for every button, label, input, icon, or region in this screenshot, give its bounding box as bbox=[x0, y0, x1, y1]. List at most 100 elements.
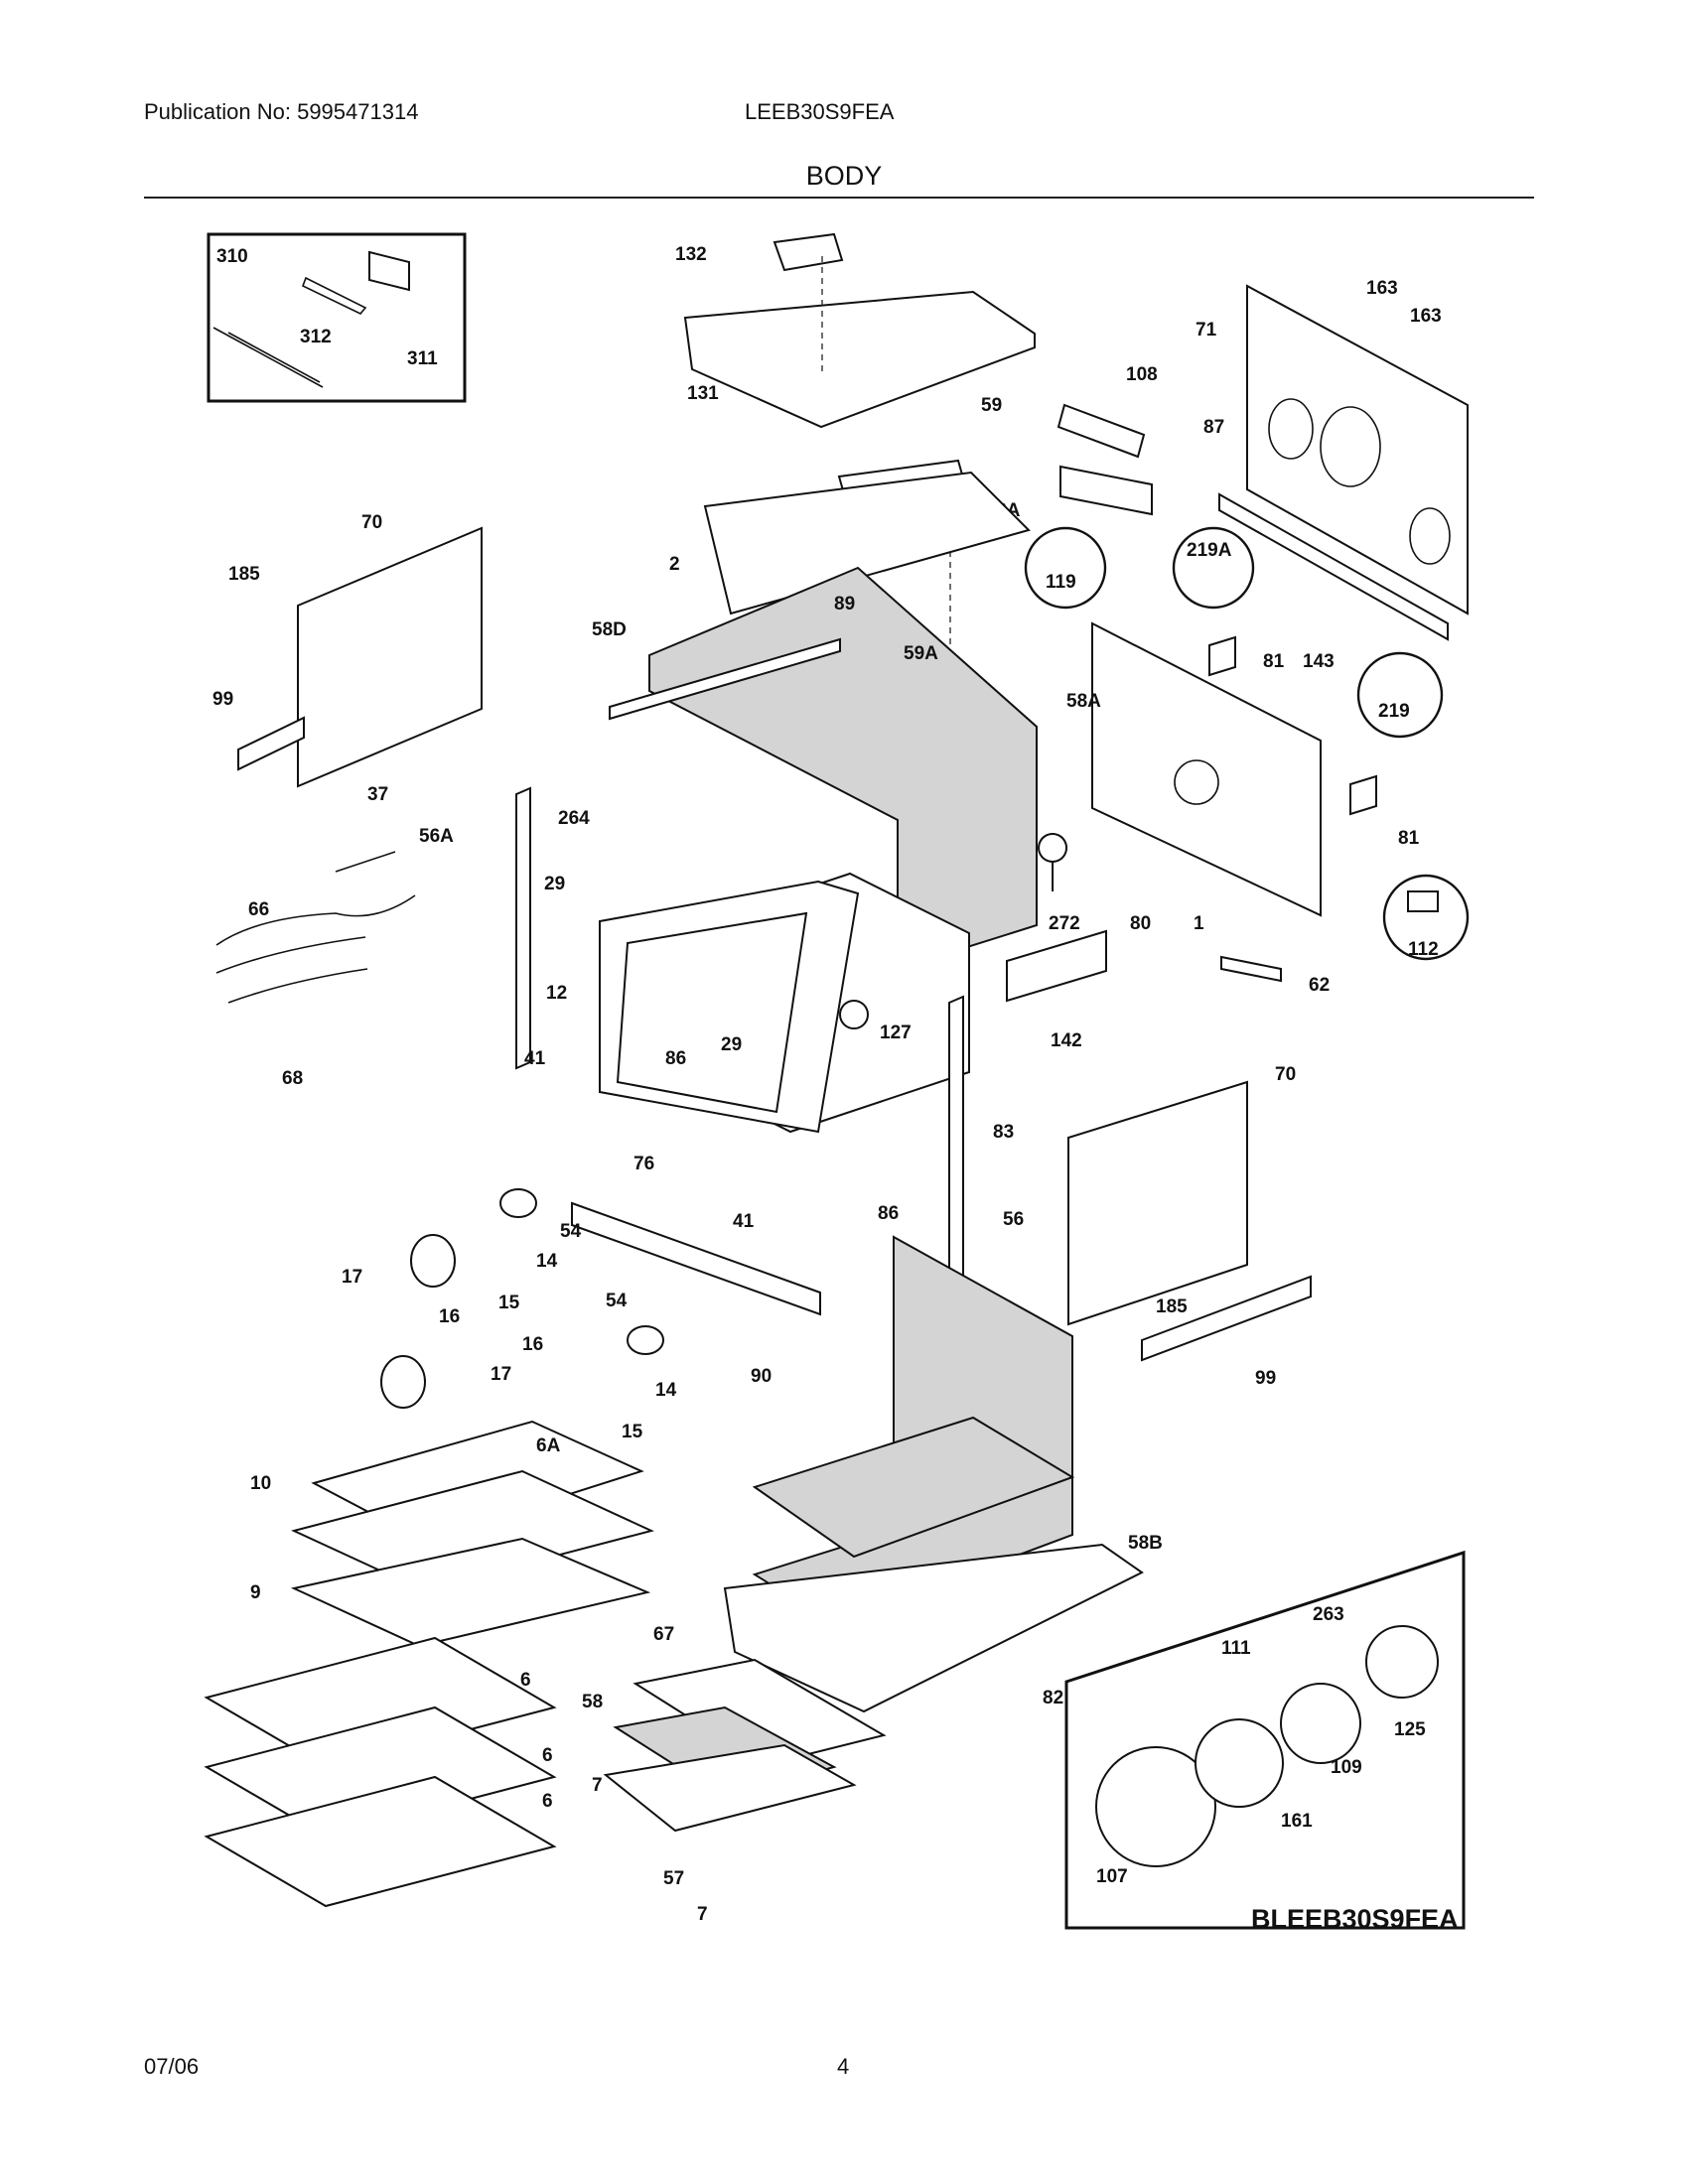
door-opening bbox=[616, 911, 808, 1114]
panel-hole bbox=[1409, 507, 1451, 565]
rail-56 bbox=[948, 995, 964, 1302]
circle-detail-219 bbox=[1356, 651, 1444, 739]
fan-cover-107 bbox=[1095, 1746, 1216, 1867]
callout-9: 9 bbox=[250, 1582, 261, 1603]
bracket-81 bbox=[1349, 774, 1377, 816]
callout-29: 29 bbox=[721, 1034, 742, 1055]
part-62 bbox=[1220, 955, 1282, 983]
callout-57: 57 bbox=[663, 1868, 684, 1889]
inset-bracket-group bbox=[207, 232, 467, 403]
header-rule bbox=[144, 197, 1534, 199]
bracket-142 bbox=[1006, 929, 1107, 1003]
callout-80: 80 bbox=[1130, 913, 1151, 934]
page-number: 4 bbox=[837, 2054, 850, 2079]
convection-fan-inset bbox=[1064, 1550, 1466, 1930]
page-title: BODY bbox=[805, 161, 883, 191]
callout-263: 263 bbox=[1313, 1604, 1344, 1625]
callout-82: 82 bbox=[1043, 1688, 1063, 1708]
bracket-312 bbox=[212, 276, 367, 388]
top-panel-2 bbox=[703, 471, 1031, 615]
callout-10: 10 bbox=[250, 1473, 271, 1494]
callout-83: 83 bbox=[993, 1122, 1014, 1143]
callout-59a: 59A bbox=[904, 643, 938, 664]
callout-56: 56 bbox=[1003, 1209, 1024, 1230]
callout-119: 119 bbox=[1046, 572, 1076, 593]
callout-185: 185 bbox=[228, 564, 260, 585]
callout-6: 6 bbox=[542, 1791, 553, 1812]
callout-67: 67 bbox=[653, 1624, 674, 1645]
lamp-lens-16 bbox=[380, 1355, 426, 1409]
callout-70: 70 bbox=[361, 512, 382, 533]
callout-161: 161 bbox=[1281, 1811, 1313, 1832]
callout-62: 62 bbox=[1309, 975, 1330, 996]
circle-detail-219a bbox=[1172, 526, 1255, 610]
wire-37 bbox=[335, 851, 396, 873]
vent-duct-131 bbox=[683, 290, 1036, 429]
callout-6: 6 bbox=[542, 1745, 553, 1766]
side-panel-70 bbox=[1067, 1080, 1248, 1326]
rail-99 bbox=[237, 716, 305, 771]
callout-41: 41 bbox=[733, 1211, 755, 1232]
callout-107: 107 bbox=[1096, 1866, 1128, 1887]
callout-16: 16 bbox=[439, 1306, 460, 1327]
callout-15: 15 bbox=[622, 1422, 643, 1442]
publication-number: Publication No: 5995471314 bbox=[144, 99, 419, 124]
callout-132: 132 bbox=[675, 244, 707, 265]
callout-58b: 58B bbox=[1128, 1533, 1163, 1554]
callout-185: 185 bbox=[1156, 1297, 1188, 1317]
inset-box-convection bbox=[1064, 1550, 1466, 1930]
callout-87: 87 bbox=[1203, 417, 1224, 438]
callout-131: 131 bbox=[687, 383, 719, 404]
callout-17: 17 bbox=[491, 1364, 511, 1385]
rail-99 bbox=[1141, 1275, 1312, 1362]
callout-86: 86 bbox=[665, 1048, 686, 1069]
callout-310: 310 bbox=[216, 246, 248, 267]
callout-14: 14 bbox=[655, 1380, 677, 1401]
control-panel-group bbox=[1038, 621, 1377, 983]
bracket-81 bbox=[1208, 635, 1236, 677]
footer-date: 07/06 bbox=[144, 2054, 200, 2079]
callout-311: 311 bbox=[407, 348, 438, 369]
lamp-lens-16 bbox=[410, 1234, 456, 1288]
callout-6: 6 bbox=[520, 1670, 531, 1691]
callout-81: 81 bbox=[1263, 651, 1285, 672]
callout-76: 76 bbox=[633, 1154, 654, 1174]
bracket-311 bbox=[368, 250, 410, 292]
control-panel-1 bbox=[1091, 621, 1322, 917]
callout-86: 86 bbox=[878, 1203, 899, 1224]
callout-99: 99 bbox=[212, 689, 233, 710]
callout-56a: 56A bbox=[419, 826, 454, 847]
callout-2: 2 bbox=[669, 554, 680, 575]
door-trim-90 bbox=[571, 1201, 821, 1316]
callout-54: 54 bbox=[560, 1221, 582, 1242]
bracket-108a bbox=[1059, 465, 1153, 516]
callout-66: 66 bbox=[248, 899, 269, 920]
rack-6 bbox=[204, 1706, 557, 1839]
circle-detail-112 bbox=[1382, 874, 1470, 961]
panel-opening bbox=[1174, 759, 1219, 805]
inset-box-top-left bbox=[207, 232, 467, 403]
callout-272: 272 bbox=[1049, 913, 1080, 934]
callout-15: 15 bbox=[498, 1293, 520, 1313]
callout-71: 71 bbox=[1196, 320, 1217, 341]
panel-hole bbox=[1320, 406, 1381, 487]
rack-group bbox=[204, 1420, 654, 1908]
rod-312 bbox=[227, 332, 321, 383]
left-side-panel-group bbox=[237, 526, 483, 788]
part-127 bbox=[839, 1000, 869, 1029]
callout-70: 70 bbox=[1275, 1064, 1296, 1085]
side-panel-70 bbox=[297, 526, 483, 788]
callout-99: 99 bbox=[1255, 1368, 1276, 1389]
callout-37: 37 bbox=[367, 784, 388, 805]
rail-56a bbox=[515, 786, 531, 1070]
callout-81: 81 bbox=[1398, 828, 1420, 849]
callout-58: 58 bbox=[582, 1692, 603, 1712]
callout-163: 163 bbox=[1366, 278, 1398, 299]
callout-7: 7 bbox=[592, 1775, 603, 1796]
callout-7: 7 bbox=[697, 1904, 708, 1925]
fan-motor-125 bbox=[1365, 1625, 1439, 1699]
callout-59: 59 bbox=[981, 395, 1002, 416]
right-side-panel-group bbox=[948, 995, 1312, 1362]
rack-6 bbox=[204, 1775, 557, 1908]
callout-1: 1 bbox=[1194, 913, 1204, 934]
